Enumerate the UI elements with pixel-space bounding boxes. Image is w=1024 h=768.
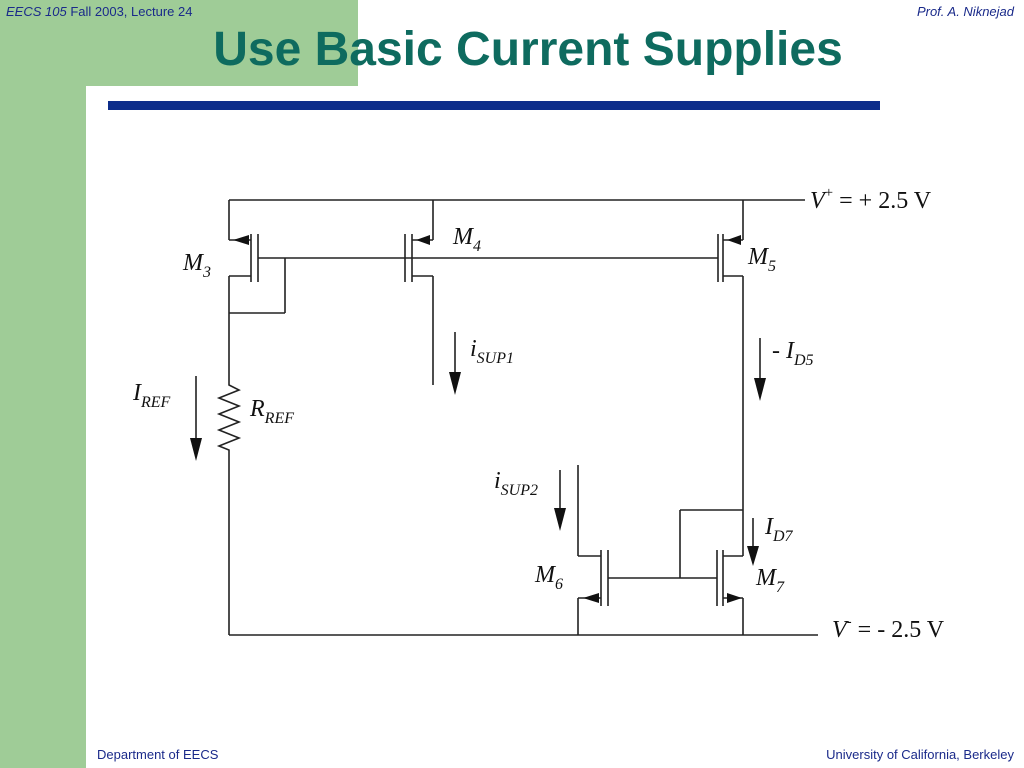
iref-label: IREF — [132, 380, 171, 411]
footer-university: University of California, Berkeley — [826, 747, 1014, 762]
m5-source-arrow — [727, 235, 741, 245]
arrowheads — [190, 235, 766, 603]
isup1-arrowhead — [449, 372, 461, 395]
vneg-label: V- = - 2.5 V — [832, 614, 945, 643]
circuit-labels: M3 M4 M5 M6 M7 RREF IREF iSUP1 iSUP2 - I… — [132, 185, 945, 643]
id7-label: ID7 — [764, 514, 794, 545]
m3-label: M3 — [182, 250, 211, 281]
green-sidebar — [0, 0, 86, 768]
isup1-label: iSUP1 — [470, 336, 514, 367]
id5-label: - ID5 — [772, 338, 814, 369]
course-info: EECS 105 Fall 2003, Lecture 24 — [6, 4, 192, 19]
title-underline — [108, 101, 880, 110]
course-code: EECS 105 — [6, 4, 67, 19]
rref-label: RREF — [249, 396, 294, 427]
iref-arrowhead — [190, 438, 202, 461]
m4-source-arrow — [416, 235, 430, 245]
m5-label: M5 — [747, 244, 776, 275]
m6-label: M6 — [534, 562, 563, 593]
id7-arrowhead — [747, 546, 759, 566]
m6-source-arrow — [583, 593, 599, 603]
m7-label: M7 — [755, 565, 785, 596]
rref-resistor — [216, 355, 242, 635]
circuit-wires — [195, 199, 818, 636]
isup2-label: iSUP2 — [494, 468, 538, 499]
slide-title: Use Basic Current Supplies — [213, 23, 843, 76]
m3-source-arrow — [233, 235, 249, 245]
m7-source-arrow — [727, 593, 742, 603]
green-header-block — [0, 0, 358, 86]
m4-label: M4 — [452, 224, 481, 255]
isup2-arrowhead — [554, 508, 566, 531]
footer-department: Department of EECS — [97, 747, 219, 762]
professor-name: Prof. A. Niknejad — [916, 4, 1014, 19]
vpos-label: V+ = + 2.5 V — [810, 185, 932, 214]
course-term: Fall 2003, Lecture 24 — [66, 4, 193, 19]
id5-arrowhead — [754, 378, 766, 401]
